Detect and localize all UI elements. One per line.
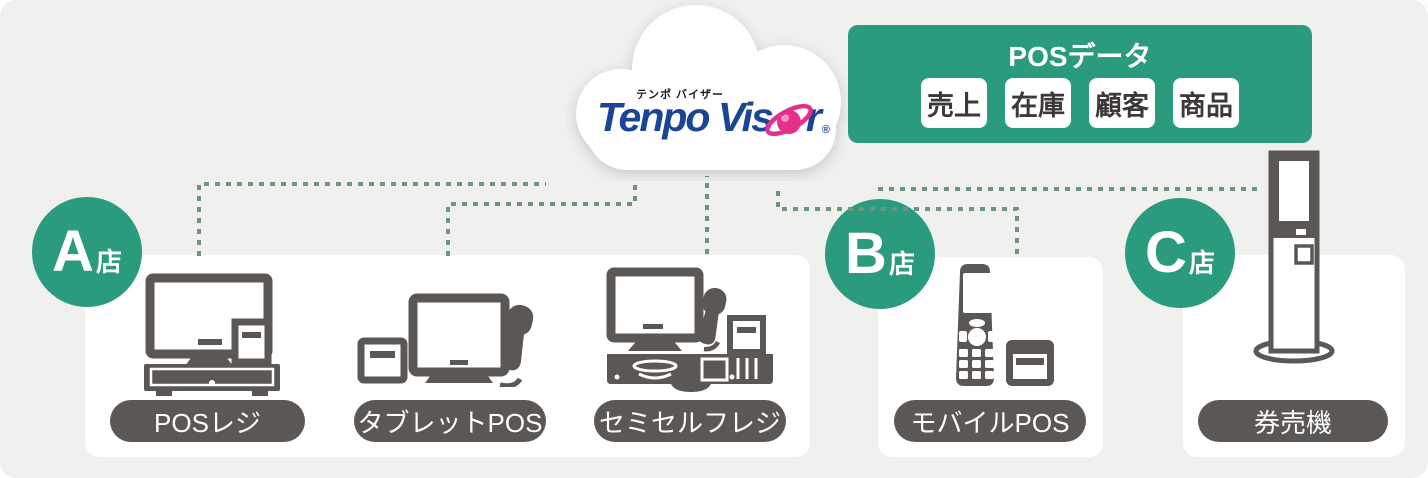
semi-self-register-icon [605,266,775,399]
ticket-kiosk-label: 券売機 [1198,400,1388,442]
semi-self-register-label: セミセルフレジ [594,400,786,442]
mobile-pos-label: モバイルPOS [894,400,1086,442]
store-a-letter: A [52,219,94,284]
semi-self-register-label-text: セミセルフレジ [598,407,781,438]
pos-data-chip-row: 売上 在庫 顧客 商品 [848,78,1312,128]
logo-text-main: Tenpo Vis [597,94,774,140]
pos-register-icon [142,273,282,401]
mobile-pos-label-text: モバイルPOS [910,407,1070,438]
cloud [566,0,856,186]
store-a-suffix: 店 [95,246,122,277]
logo-katakana: テンポ バイザー [636,89,725,101]
store-c-suffix: 店 [1188,247,1215,278]
registered-mark: ® [821,124,830,136]
store-c-letter: C [1145,220,1187,285]
store-b-suffix: 店 [888,248,915,279]
pos-data-title: POSデータ [1008,41,1152,72]
pos-register-label: POSレジ [110,400,305,442]
pos-data-chip-sales: 売上 [921,78,987,128]
ticket-kiosk-icon [1252,149,1336,370]
pos-register-label-text: POSレジ [154,407,261,438]
pos-data-chip-products: 商品 [1173,78,1239,128]
ticket-kiosk-label-text: 券売機 [1253,407,1332,438]
tablet-pos-label-text: タブレットPOS [357,407,543,438]
store-b-letter: B [845,221,887,286]
mobile-pos-icon [950,262,1054,394]
tablet-pos-icon [356,293,542,392]
pos-data-chip-customers: 顧客 [1089,78,1155,128]
logo-orbit-icon [765,96,813,138]
tablet-pos-label: タブレットPOS [354,400,546,442]
pos-data-box: POSデータ 売上 在庫 顧客 商品 [848,25,1312,143]
pos-data-chip-inventory: 在庫 [1005,78,1071,128]
